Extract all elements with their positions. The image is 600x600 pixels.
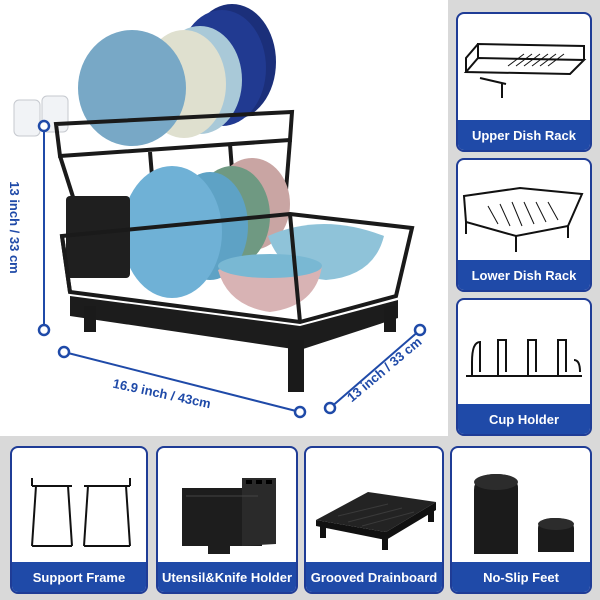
utensil-knife-holder-card: Utensil&Knife Holder: [156, 446, 298, 594]
utensil-knife-holder-icon: [182, 478, 276, 554]
support-frame-card: Support Frame: [10, 446, 148, 594]
no-slip-feet-icon: [474, 474, 574, 554]
utensil-holder: [66, 196, 130, 278]
side-parts-panel: Upper Dish Rack Lower Dish Rack: [448, 0, 600, 436]
upper-dish-rack-label: Upper Dish Rack: [458, 120, 590, 150]
dimension-lines: [37, 119, 427, 419]
height-dimension-label: 13 inch / 33 cm: [6, 181, 22, 274]
support-frame-icon: [31, 478, 131, 547]
bottom-parts-panel: Support Frame Utensil&Knife Holder Groov…: [0, 436, 600, 600]
lower-dish-rack-card: Lower Dish Rack: [456, 158, 592, 292]
grooved-drainboard-label: Grooved Drainboard: [306, 562, 442, 592]
lower-dish-rack-label: Lower Dish Rack: [458, 260, 590, 290]
upper-dish-rack-icon: [463, 42, 587, 98]
cup-holder-icon: [466, 339, 582, 377]
no-slip-feet-card: No-Slip Feet: [450, 446, 592, 594]
dish-rack-illustration: [13, 4, 427, 419]
grooved-drainboard-icon: [316, 492, 436, 550]
no-slip-feet-label: No-Slip Feet: [452, 562, 590, 592]
drainboard: [70, 296, 398, 350]
support-frame-label: Support Frame: [12, 562, 146, 592]
cup-holder-card: Cup Holder: [456, 298, 592, 436]
lower-rack-frame: [59, 211, 415, 325]
product-image-area: 13 inch / 33 cm 16.9 inch / 43cm 13 inch…: [6, 4, 427, 419]
rack-feet: [84, 306, 396, 392]
upper-plates: [78, 4, 276, 146]
cup-holder-label: Cup Holder: [458, 404, 590, 434]
utensil-knife-holder-label: Utensil&Knife Holder: [158, 562, 296, 592]
upper-dish-rack-card: Upper Dish Rack: [456, 12, 592, 152]
lower-plates: [122, 158, 290, 298]
grooved-drainboard-card: Grooved Drainboard: [304, 446, 444, 594]
lower-dish-rack-icon: [462, 186, 584, 252]
